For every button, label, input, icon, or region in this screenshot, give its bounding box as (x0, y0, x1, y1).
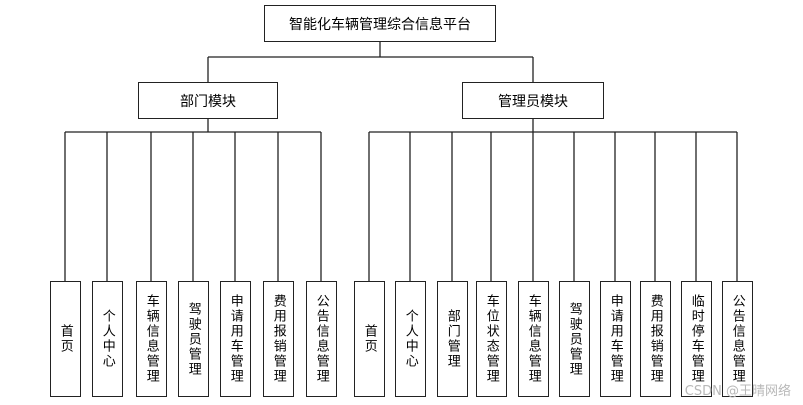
leaf-label: 公告信息管理 (729, 294, 745, 384)
leaf-label: 部门管理 (444, 309, 460, 369)
module-node-admin: 管理员模块 (462, 82, 604, 119)
leaf-node: 首页 (49, 281, 81, 397)
leaf-node: 首页 (353, 281, 385, 397)
leaf-label: 首页 (361, 324, 377, 354)
leaf-label: 驾驶员管理 (566, 301, 582, 377)
leaf-label: 车辆信息管理 (143, 294, 159, 384)
leaf-label: 车辆信息管理 (525, 294, 541, 384)
leaf-node: 车辆信息管理 (135, 281, 167, 397)
leaf-label: 个人中心 (99, 309, 115, 369)
watermark: CSDN @王晴网络 (684, 384, 791, 399)
leaf-node: 个人中心 (91, 281, 123, 397)
leaf-node: 公告信息管理 (305, 281, 337, 397)
leaf-label: 公告信息管理 (313, 294, 329, 384)
leaf-node: 费用报销管理 (639, 281, 671, 397)
module-node-department: 部门模块 (138, 82, 278, 119)
leaf-label: 个人中心 (402, 309, 418, 369)
module-label: 管理员模块 (498, 93, 568, 110)
root-label: 智能化车辆管理综合信息平台 (289, 16, 471, 33)
leaf-label: 申请用车管理 (607, 294, 623, 384)
leaf-label: 申请用车管理 (227, 294, 243, 384)
leaf-node: 驾驶员管理 (558, 281, 590, 397)
leaf-label: 费用报销管理 (270, 294, 286, 384)
leaf-node: 车辆信息管理 (517, 281, 549, 397)
leaf-node: 申请用车管理 (219, 281, 251, 397)
leaf-node: 个人中心 (394, 281, 426, 397)
leaf-label: 临时停车管理 (688, 294, 704, 384)
root-node: 智能化车辆管理综合信息平台 (264, 5, 496, 42)
leaf-node: 公告信息管理 (721, 281, 753, 397)
module-label: 部门模块 (180, 93, 236, 110)
leaf-node: 车位状态管理 (475, 281, 507, 397)
leaf-label: 费用报销管理 (647, 294, 663, 384)
leaf-label: 驾驶员管理 (185, 301, 201, 377)
leaf-node: 费用报销管理 (262, 281, 294, 397)
leaf-node: 部门管理 (436, 281, 468, 397)
leaf-label: 车位状态管理 (483, 294, 499, 384)
leaf-node: 申请用车管理 (599, 281, 631, 397)
leaf-node: 驾驶员管理 (177, 281, 209, 397)
leaf-label: 首页 (57, 324, 73, 354)
leaf-node: 临时停车管理 (680, 281, 712, 397)
